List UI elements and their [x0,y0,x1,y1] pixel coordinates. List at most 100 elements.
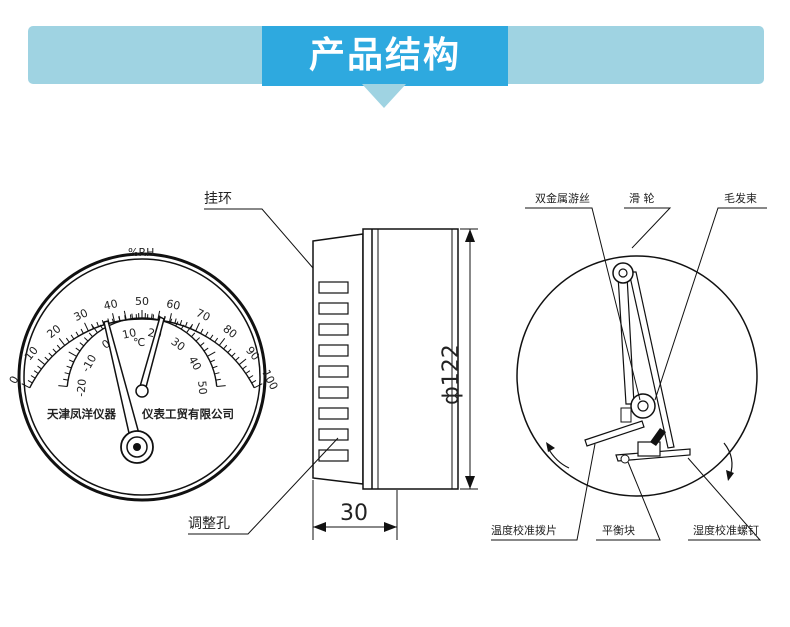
temp-tick [88,332,93,337]
temp-tick [63,378,69,381]
mechanism-view: 双金属游丝 滑 轮 毛发束 温度校准拨片 平衡块 湿度校准螺钉 [491,191,767,541]
pulley-inner [618,268,628,278]
arrow-up-icon [465,229,475,242]
rh-tick [205,331,209,337]
rh-tick [48,352,53,357]
rh-tick [52,348,57,353]
temp-tick [186,325,193,333]
temp-tick [157,310,161,320]
temp-tick [75,347,81,352]
brand-label-left: 天津凤洋仪器 [47,407,116,421]
vent-slot [318,323,349,336]
mechanism-outline [516,255,758,497]
balance-block-leader [596,461,661,541]
temp-tick [216,385,226,387]
rh-tick [37,365,42,370]
gauge-side-view: ф122 30 挂环 调整孔 [188,191,478,540]
bracket-arm-left [617,275,635,405]
pulley-leader [624,207,672,249]
temp-pick-label: 温度校准拨片 [491,523,557,537]
rh-tick [179,320,183,326]
temp-calibration-pick [584,420,645,447]
hair-bundle-strand [628,271,675,449]
hair-bundle-label: 毛发束 [724,191,757,205]
hair-bundle-leader [654,207,767,401]
adjust-hole-leader [188,437,339,535]
rh-tick [84,322,89,332]
rh-tick [44,356,49,361]
hang-ring-leader [204,208,314,269]
temp-pick-leader [491,443,596,541]
hang-ring-label: 挂环 [204,191,232,207]
balance-block-label: 平衡块 [602,524,635,537]
rh-tick [245,370,251,374]
temp-tick [118,316,121,322]
temp-tick-label: 10 [121,326,137,342]
temp-tick [66,365,72,369]
banner-arrow-down-icon [362,84,406,108]
temp-tick [191,332,196,337]
rh-tick [75,331,79,337]
temp-tick [68,359,74,363]
bimetal-spring-label: 双金属游丝 [535,191,590,205]
temp-tick [64,372,70,375]
temp-tick [68,351,77,357]
rh-tick [200,328,204,334]
temp-tick [111,318,115,324]
temp-tick [215,378,221,381]
vent-slot [318,449,349,462]
humidity-screw-block [637,441,661,457]
temp-tick [195,337,201,342]
temp-tick-label: 40 [186,354,204,373]
temp-tick [58,385,68,387]
rh-tick [21,383,30,389]
temp-tick [79,342,85,347]
vent-slot [318,407,349,420]
arrow-down-icon [465,476,475,489]
rh-tick-label: 100 [259,368,280,393]
humidity-screw-label: 湿度校准螺钉 [693,523,759,537]
rh-tick [58,338,66,346]
rh-tick [80,328,84,334]
rh-tick-label: 50 [135,295,149,308]
rh-tick [37,358,46,366]
rh-tick [218,338,226,346]
diameter-label: ф122 [439,344,464,405]
rh-tick [168,313,172,323]
gauge-outer-ring [17,252,267,502]
humidity-screw-leader [687,457,762,541]
temp-tick [151,313,153,319]
rh-tick [231,352,236,357]
rh-tick [248,375,254,379]
rh-tick [112,313,116,323]
vent-slot [318,302,349,315]
side-slots [318,281,349,462]
temp-tick [175,321,179,327]
temp-tick [169,318,173,324]
side-back-body [312,233,364,485]
rh-tick [238,358,247,366]
rh-tick [70,334,75,340]
page-title: 产品结构 [308,35,461,76]
rh-tick [33,370,39,374]
temp-tick-label: 30 [168,335,187,354]
temp-pointer-hub [135,384,149,398]
temp-tick-label: -10 [79,352,99,374]
temp-tick-label: 50 [195,380,209,395]
brand-label-right: 仪表工贸有限公司 [141,407,234,421]
rh-tick [209,334,214,340]
temp-tick-label: -20 [74,378,89,397]
bimetal-hub-inner [637,400,649,412]
gauge-inner-ring [23,258,261,496]
rh-tick [214,337,219,343]
rh-tick [56,344,61,350]
rh-tick-label: 70 [194,306,212,324]
rh-tick-label: 80 [220,322,239,341]
rh-unit-label: %RH [128,246,154,259]
rotate-left-arrow-icon [547,447,570,469]
temp-tick [214,372,220,375]
rh-tick-label: 60 [165,297,181,313]
temp-tick [91,325,98,333]
temp-tick [210,359,216,363]
vent-slot [318,428,349,441]
